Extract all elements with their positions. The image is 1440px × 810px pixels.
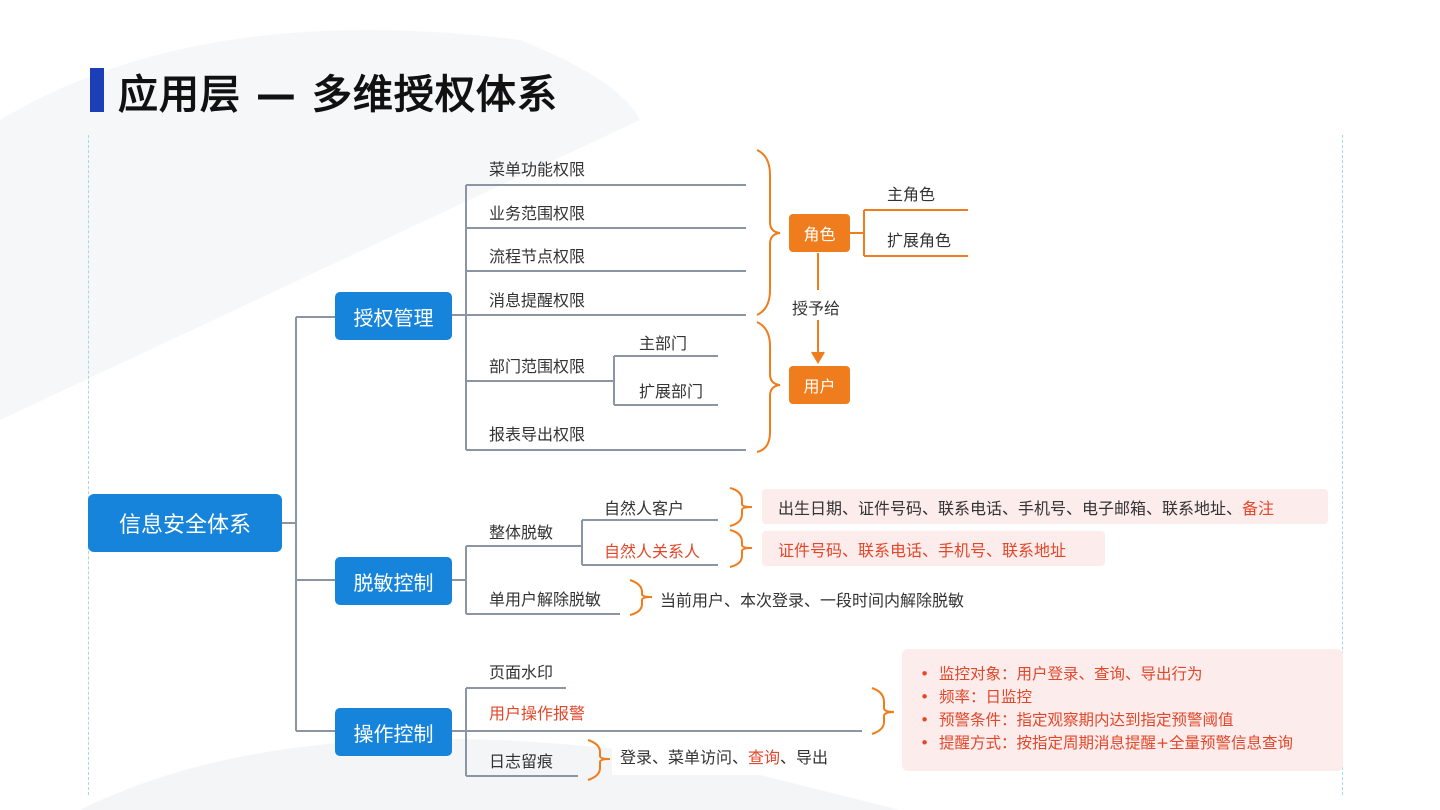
dept-sub-item: 扩展部门 (639, 382, 704, 401)
auth-management-node: 授权管理 (335, 292, 452, 340)
dept-sub-item: 主部门 (639, 334, 688, 353)
relation-fields-text: 证件号码、联系电话、手机号、联系地址 (778, 540, 1067, 560)
relation-fields-tag: 证件号码、联系电话、手机号、联系地址 (762, 531, 1105, 566)
log-desc-query: 查询 (748, 748, 781, 767)
natural-fields-tag: 出生日期、证件号码、联系电话、手机号、电子邮箱、联系地址、备注 (762, 489, 1328, 524)
natural-person-label: 自然人客户 (604, 499, 685, 518)
auth-item: 流程节点权限 (489, 247, 586, 266)
page-title: 应用层 — 多维授权体系 (118, 72, 558, 118)
auth-item: 报表导出权限 (489, 425, 586, 444)
alarm-detail-box: • 监控对象：用户登录、查询、导出行为 • 频率：日监控 • 预警条件：指定观察… (902, 649, 1343, 771)
operation-control-node: 操作控制 (335, 708, 452, 756)
root-node: 信息安全体系 (88, 494, 282, 552)
auth-item: 菜单功能权限 (489, 160, 586, 179)
single-unmask-desc: 当前用户、本次登录、一段时间内解除脱敏 (660, 591, 965, 610)
log-label: 日志留痕 (489, 752, 554, 771)
right-guide-line (1342, 135, 1343, 795)
natural-fields-text: 出生日期、证件号码、联系电话、手机号、电子邮箱、联系地址、 (778, 498, 1243, 518)
log-desc-part: 登录、菜单访问、 (620, 748, 749, 767)
alarm-label: 用户操作报警 (489, 704, 586, 723)
auth-item: 部门范围权限 (489, 357, 586, 376)
alarm-detail-item: • 预警条件：指定观察期内达到指定预警阈值 (920, 711, 1234, 729)
role-sub-item: 主角色 (887, 185, 936, 204)
watermark-label: 页面水印 (489, 663, 554, 682)
alarm-detail-item: • 监控对象：用户登录、查询、导出行为 (920, 665, 1203, 683)
auth-item: 业务范围权限 (489, 204, 586, 223)
alarm-detail-item: • 频率：日监控 (920, 688, 1033, 706)
grant-label: 授予给 (792, 299, 841, 318)
masking-control-node: 脱敏控制 (335, 557, 452, 605)
auth-item: 消息提醒权限 (489, 291, 586, 310)
role-node: 角色 (789, 214, 850, 252)
title-accent-bar (90, 68, 104, 112)
log-desc-part: 、导出 (780, 748, 829, 767)
alarm-detail-item: • 提醒方式：按指定周期消息提醒+全量预警信息查询 (920, 734, 1293, 752)
single-unmask-label: 单用户解除脱敏 (489, 590, 602, 609)
overall-masking-label: 整体脱敏 (489, 523, 554, 542)
log-desc: 登录、菜单访问、查询、导出 (612, 740, 837, 775)
natural-relation-label: 自然人关系人 (604, 542, 701, 561)
role-sub-item: 扩展角色 (887, 231, 952, 250)
user-node: 用户 (789, 366, 850, 404)
left-guide-line (88, 135, 89, 795)
natural-fields-remark: 备注 (1242, 498, 1275, 518)
